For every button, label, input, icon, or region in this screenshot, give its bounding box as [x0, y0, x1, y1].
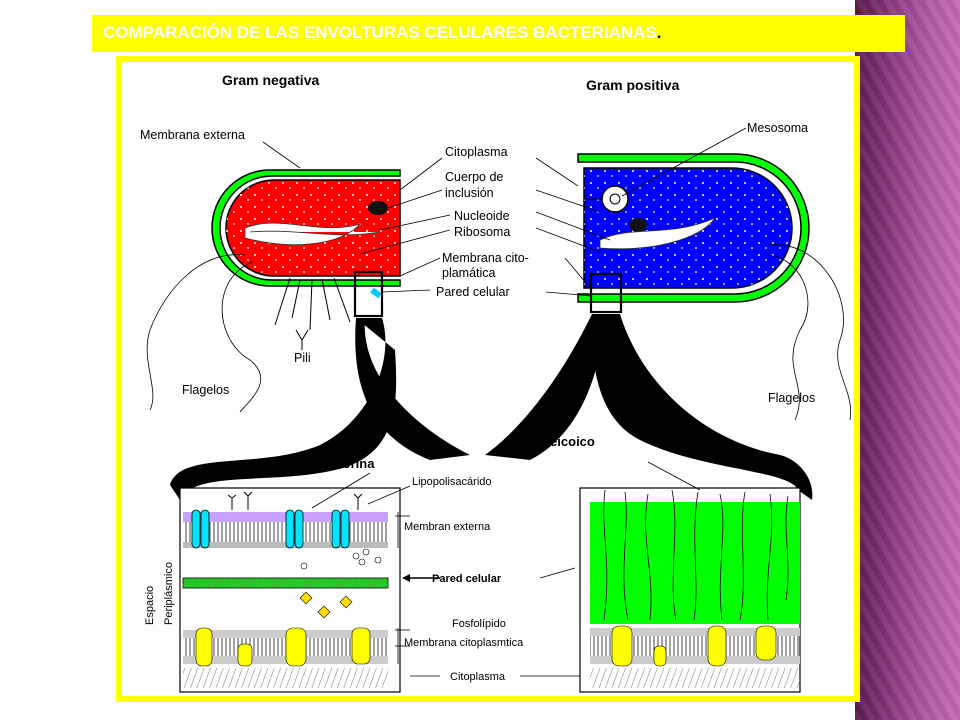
right-flagella — [764, 244, 852, 421]
teichoic-acid-strands — [603, 489, 789, 621]
gram-negative-outer-membrane — [211, 169, 401, 287]
label-espacio: Espacio — [144, 586, 156, 625]
label-membran-externa: Membran externa — [404, 521, 491, 533]
leader-lines — [262, 127, 747, 677]
pared-celular-arrow — [402, 574, 440, 582]
label-pili: Pili — [294, 351, 311, 365]
label-fosfolipido: Fosfolípido — [452, 618, 506, 630]
gram-positive-cell — [577, 153, 852, 421]
slide-title: COMPARACIÓN DE LAS ENVOLTURAS CELULARES … — [103, 23, 662, 43]
porins — [191, 509, 350, 549]
label-plamatica: plamática — [442, 266, 496, 280]
gram-positive-wall — [577, 153, 810, 303]
title-link[interactable]: ENVOLTURAS CELULARES BACTERIANAS — [303, 23, 657, 42]
label-cuerpo-de: Cuerpo de — [445, 170, 503, 184]
label-pared-celular: Pared celular — [436, 285, 510, 299]
label-flagelos-left: Flagelos — [182, 383, 229, 397]
label-periplasmico: Periplásmico — [163, 562, 175, 625]
label-inclusion: inclusión — [445, 186, 494, 200]
gram-positive-inclusion-body — [629, 218, 647, 232]
label-citoplasma: Citoplasma — [445, 145, 508, 159]
title-prefix: COMPARACIÓN DE LAS — [103, 23, 304, 42]
label-pared-celular-detail: Pared celular — [432, 573, 502, 585]
label-citoplasma-bottom: Citoplasma — [450, 671, 506, 683]
outer-membrane-top-layer — [183, 512, 388, 522]
label-ribosoma: Ribosoma — [454, 225, 510, 239]
decorative-side-band — [855, 0, 960, 720]
label-mesosoma: Mesosoma — [747, 121, 808, 135]
gram-positive-nucleoid — [599, 217, 717, 250]
gram-negative-zoom-box — [353, 270, 384, 318]
gram-negative-envelope-detail — [179, 487, 401, 693]
label-nucleoide: Nucleoide — [454, 209, 510, 223]
gram-positive-envelope-detail — [579, 487, 801, 693]
heading-gram-negative: Gram negativa — [222, 72, 319, 88]
left-zoom-funnel — [170, 318, 397, 500]
heading-gram-positive: Gram positiva — [586, 77, 680, 93]
right-zoom-funnel — [591, 314, 813, 500]
left-flagella — [146, 254, 262, 413]
gram-positive-zoom-box — [589, 272, 623, 314]
lipopolysaccharide — [227, 491, 363, 510]
gram-negative-inclusion-body — [368, 201, 388, 215]
label-membrana-cito: Membrana cito- — [442, 251, 529, 265]
membrane-proteins — [195, 627, 371, 667]
mesosoma — [601, 185, 629, 213]
label-membrana-citoplasmtica: Membrana citoplasmtica — [404, 637, 524, 649]
label-porina: Porina — [334, 456, 375, 471]
label-lipopolisacarido: Lipopolisacárido — [412, 476, 492, 488]
label-acido-teicoico: Acido teicoico — [506, 434, 595, 449]
cytoplasmic-membrane-layer — [183, 630, 388, 638]
gram-negative-cell — [146, 169, 401, 413]
pili — [274, 277, 351, 350]
label-membrana-externa: Membrana externa — [140, 128, 245, 142]
title-bar — [92, 15, 905, 52]
title-suffix: . — [656, 23, 662, 42]
label-flagelos-right: Flagelos — [768, 391, 815, 405]
gram-negative-nucleoid — [244, 222, 381, 245]
